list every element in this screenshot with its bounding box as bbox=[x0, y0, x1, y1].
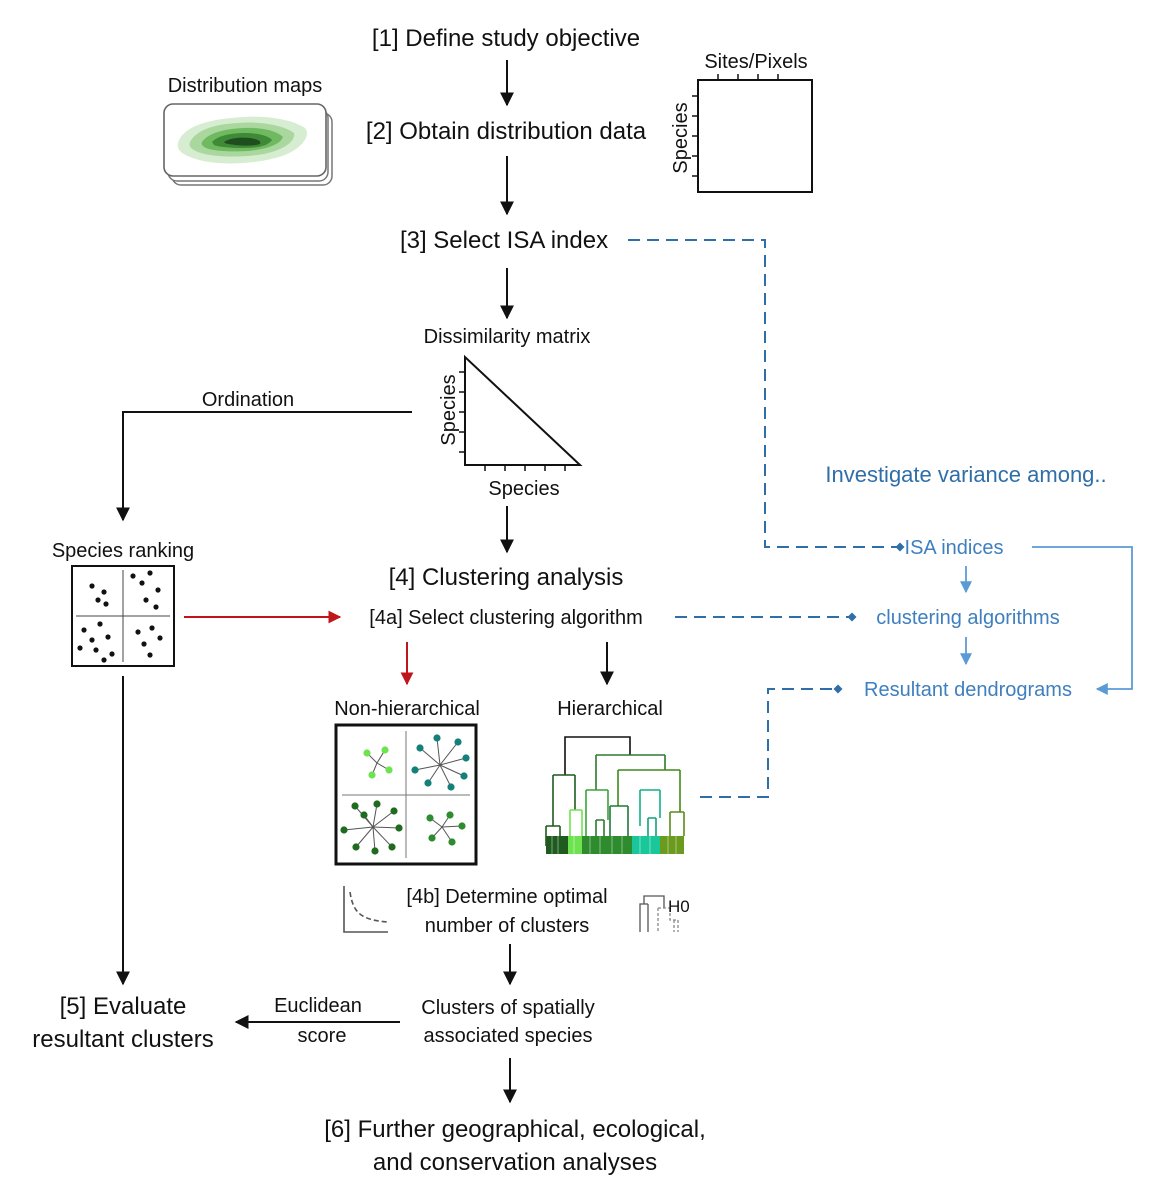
dashed-connector-isa bbox=[628, 239, 905, 552]
hierarchical-dendrogram bbox=[545, 736, 685, 846]
variance-item-clustering-algorithms: clustering algorithms bbox=[876, 607, 1059, 629]
step-4b-line2: number of clusters bbox=[425, 915, 590, 937]
dendrogram-leaf-band bbox=[546, 836, 684, 854]
non-hierarchical-plot bbox=[334, 723, 478, 866]
sites-pixels-label: Sites/Pixels bbox=[704, 51, 807, 73]
step-6-line1: [6] Further geographical, ecological, bbox=[324, 1116, 706, 1143]
distribution-maps-label: Distribution maps bbox=[168, 75, 323, 97]
euclidean-line1: Euclidean bbox=[274, 995, 362, 1017]
step-5-line1: [5] Evaluate bbox=[60, 993, 187, 1020]
dashed-connector-dendrogram bbox=[700, 684, 843, 798]
step-5-line2: resultant clusters bbox=[32, 1026, 213, 1053]
step-6-line2: and conservation analyses bbox=[373, 1149, 657, 1176]
elbow-plot-icon bbox=[343, 886, 389, 933]
variance-item-isa-indices: ISA indices bbox=[905, 537, 1004, 559]
clusters-line2: associated species bbox=[424, 1025, 593, 1047]
step-1-label: [1] Define study objective bbox=[372, 25, 640, 52]
matrix-species-axis-label: Species bbox=[670, 102, 692, 173]
site-species-matrix-icon bbox=[692, 74, 813, 193]
non-hierarchical-label: Non-hierarchical bbox=[334, 698, 480, 720]
species-ranking-plot bbox=[71, 565, 175, 667]
clusters-line1: Clusters of spatially bbox=[421, 997, 594, 1019]
dm-x-axis-label: Species bbox=[488, 478, 559, 500]
h0-label: H0 bbox=[668, 897, 690, 916]
blue-arrow-isa-to-dendrograms bbox=[1032, 546, 1133, 695]
arrow-ordination bbox=[116, 411, 412, 522]
step-2-label: [2] Obtain distribution data bbox=[366, 118, 647, 145]
step-4b-line1: [4b] Determine optimal bbox=[406, 886, 607, 908]
dm-y-axis-label: Species bbox=[438, 374, 460, 445]
ordination-label: Ordination bbox=[202, 389, 294, 411]
hierarchical-label: Hierarchical bbox=[557, 698, 663, 720]
distribution-maps-icon bbox=[163, 103, 333, 186]
dissimilarity-matrix-icon bbox=[459, 354, 583, 471]
step-4-label: [4] Clustering analysis bbox=[389, 564, 624, 591]
variance-title: Investigate variance among.. bbox=[825, 462, 1106, 487]
step-4a-label: [4a] Select clustering algorithm bbox=[369, 607, 642, 629]
euclidean-line2: score bbox=[298, 1025, 347, 1047]
variance-item-dendrograms: Resultant dendrograms bbox=[864, 679, 1072, 701]
species-ranking-label: Species ranking bbox=[52, 540, 194, 562]
h0-dendrogram-icon bbox=[639, 895, 679, 932]
step-3-label: [3] Select ISA index bbox=[400, 227, 608, 254]
dissimilarity-matrix-label: Dissimilarity matrix bbox=[424, 326, 591, 348]
